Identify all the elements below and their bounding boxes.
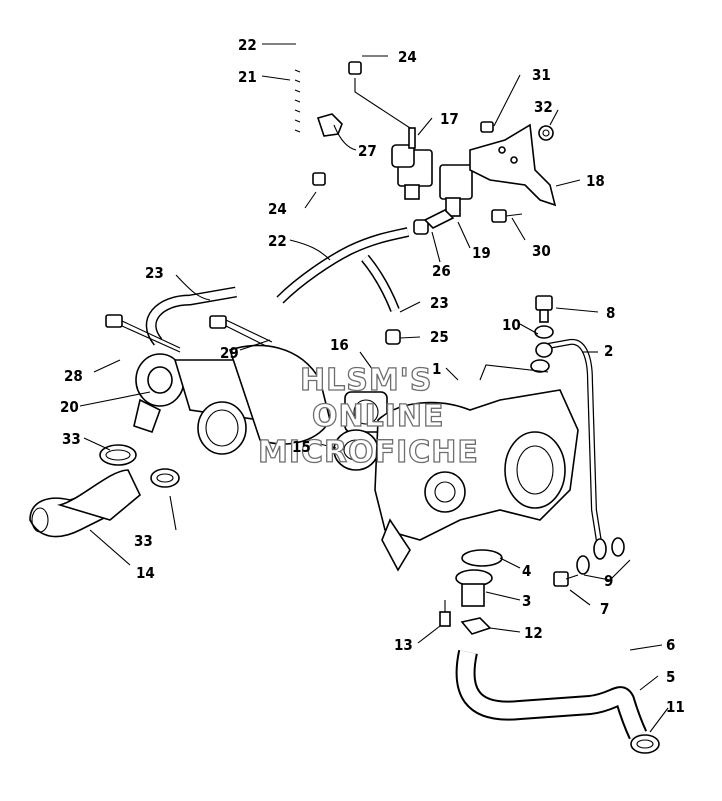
washer-10-lower <box>530 359 550 373</box>
callout-28: 28 <box>64 367 83 385</box>
callout-8: 8 <box>606 304 615 322</box>
callout-12: 12 <box>524 624 543 642</box>
callout-7: 7 <box>600 600 609 618</box>
bolt-30 <box>491 209 523 223</box>
callout-26: 26 <box>432 262 451 280</box>
callout-24-lower: 24 <box>268 200 287 218</box>
washer-9-c <box>611 537 625 557</box>
callout-27: 27 <box>358 142 377 160</box>
callout-1: 1 <box>432 360 441 378</box>
watermark: HLSM'S ONLINE MICROFICHE <box>257 362 479 470</box>
callout-33-lower: 33 <box>134 532 153 550</box>
clamp-12 <box>460 617 492 635</box>
oil-pipe-2 <box>547 338 603 549</box>
hose-clamp-11 <box>630 734 660 754</box>
gasket-16 <box>344 391 388 433</box>
callout-23-right: 23 <box>430 294 449 312</box>
callout-25: 25 <box>430 328 449 346</box>
callout-18: 18 <box>586 172 605 190</box>
clamp-26 <box>413 219 429 235</box>
turbocharger-1 <box>374 389 579 572</box>
leader-lines <box>79 43 669 733</box>
intake-hose-14 <box>29 469 141 538</box>
callout-22-top: 22 <box>238 36 257 54</box>
callout-21: 21 <box>238 68 257 86</box>
callout-16: 16 <box>330 336 349 354</box>
hose-19 <box>423 209 455 229</box>
callout-24-top: 24 <box>398 48 417 66</box>
callout-32: 32 <box>534 98 553 116</box>
bracket-18 <box>469 123 557 207</box>
callout-31: 31 <box>532 66 551 84</box>
watermark-line-1: HLSM'S <box>300 363 432 398</box>
oil-return-hose-6 <box>455 649 648 740</box>
callout-labels: 22 24 21 27 17 31 32 18 24 22 26 19 30 2… <box>60 36 685 716</box>
callout-10: 10 <box>502 316 521 334</box>
callout-4: 4 <box>522 562 531 580</box>
callout-17: 17 <box>440 110 459 128</box>
callout-9: 9 <box>604 572 613 590</box>
callout-22-lower: 22 <box>268 232 287 250</box>
bolt-31 <box>480 121 494 133</box>
washer-9-b <box>593 538 607 560</box>
callout-11: 11 <box>666 698 685 716</box>
banjo-fitting <box>535 342 553 358</box>
callout-15: 15 <box>292 438 311 456</box>
clip-24-lower <box>312 172 326 186</box>
callout-2: 2 <box>604 342 613 360</box>
callout-14: 14 <box>136 564 155 582</box>
hose-clamp-33-lower <box>150 468 180 488</box>
callout-19: 19 <box>472 244 491 262</box>
clip-24-upper <box>348 61 362 75</box>
callout-23-left: 23 <box>145 264 164 282</box>
banjo-bolt-8 <box>535 295 553 323</box>
callout-13: 13 <box>394 636 413 654</box>
gasket-4 <box>461 549 503 567</box>
washer-9-a <box>576 555 590 575</box>
callout-30: 30 <box>532 242 551 260</box>
clamp-25 <box>385 329 401 345</box>
spacer-3 <box>461 583 485 607</box>
callout-5: 5 <box>666 668 675 686</box>
clamp-27 <box>316 113 343 137</box>
watermark-line-2: ONLINE <box>312 399 445 434</box>
washer-10-upper <box>534 325 554 339</box>
bolt-13 <box>439 600 451 627</box>
callout-3: 3 <box>522 592 531 610</box>
callout-33-upper: 33 <box>62 430 81 448</box>
vacuum-hose-upper <box>286 28 355 198</box>
callout-6: 6 <box>666 636 675 654</box>
bolt-28 <box>105 314 181 353</box>
vacuum-hose-22 <box>276 227 410 312</box>
bolt-29 <box>209 315 273 349</box>
nut-32 <box>538 125 554 141</box>
callout-29: 29 <box>220 344 239 362</box>
bolt-7 <box>553 571 579 587</box>
solenoid-valve-17 <box>391 127 473 217</box>
vacuum-hose-23 <box>145 286 237 346</box>
callout-20: 20 <box>60 398 79 416</box>
watermark-line-3: MICROFICHE <box>258 435 479 470</box>
intake-elbow <box>197 344 331 455</box>
